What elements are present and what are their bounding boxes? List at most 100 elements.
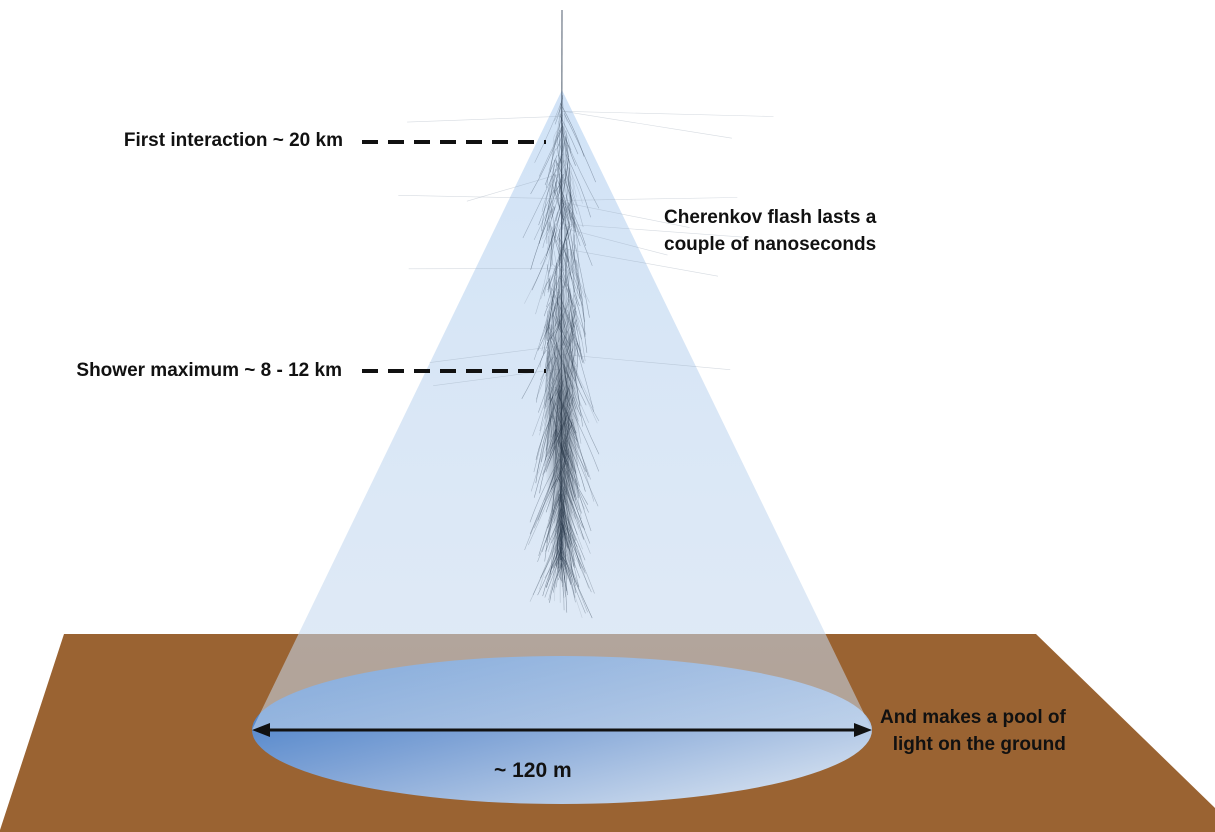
shower-track xyxy=(533,295,552,361)
shower-track xyxy=(557,179,565,198)
shower-track xyxy=(561,171,567,239)
scattered-track xyxy=(561,201,690,228)
shower-track xyxy=(531,228,556,291)
scattered-track xyxy=(561,110,732,139)
shower-track xyxy=(565,130,567,150)
light-pool-line-2: light on the ground xyxy=(892,734,1066,755)
shower-track xyxy=(569,194,573,228)
shower-track xyxy=(561,167,563,226)
shower-track xyxy=(559,237,572,280)
shower-track xyxy=(554,179,560,208)
shower-track xyxy=(554,134,560,194)
shower-track xyxy=(555,159,572,197)
light-pool-line-1: And makes a pool of xyxy=(880,707,1066,728)
shower-track xyxy=(546,235,550,251)
shower-track xyxy=(548,275,552,288)
pool-diameter-arrow xyxy=(252,723,872,737)
shower-track xyxy=(553,107,562,122)
shower-track xyxy=(547,262,561,293)
shower-track xyxy=(553,106,561,146)
shower-track xyxy=(572,264,590,303)
shower-track xyxy=(538,168,556,244)
scattered-track xyxy=(561,248,719,277)
shower-track xyxy=(565,154,591,218)
shower-track xyxy=(560,103,585,157)
shower-track xyxy=(560,138,564,202)
shower-track xyxy=(574,308,586,362)
shower-track xyxy=(574,310,582,340)
shower-track xyxy=(575,260,586,337)
shower-track xyxy=(544,281,548,297)
shower-track xyxy=(561,120,565,166)
shower-track xyxy=(555,197,577,251)
shower-track xyxy=(570,210,593,266)
shower-track xyxy=(566,144,571,214)
shower-track xyxy=(555,147,575,220)
shower-track xyxy=(570,216,576,229)
scattered-track xyxy=(561,197,738,201)
shower-track xyxy=(552,184,564,220)
shower-track xyxy=(571,251,575,314)
cherenkov-flash-line-2: couple of nanoseconds xyxy=(664,234,877,255)
shower-track xyxy=(564,197,570,219)
shower-track xyxy=(561,240,583,300)
shower-track xyxy=(569,192,578,215)
shower-track xyxy=(577,272,580,299)
shower-track xyxy=(564,201,568,263)
shower-track xyxy=(561,95,568,123)
shower-track xyxy=(574,244,590,318)
shower-track xyxy=(561,127,572,151)
shower-track xyxy=(550,115,563,173)
shower-track xyxy=(560,226,569,256)
shower-track xyxy=(563,199,580,237)
shower-track xyxy=(534,97,564,163)
scattered-track xyxy=(466,173,563,202)
light-pool-label: And makes a pool of light on the ground xyxy=(880,704,1066,758)
scattered-track xyxy=(433,368,563,386)
shower-track xyxy=(564,139,577,198)
shower-track xyxy=(565,194,571,220)
shower-track xyxy=(560,200,563,224)
shower-track xyxy=(558,155,584,228)
shower-track xyxy=(558,222,563,268)
shower-track xyxy=(553,178,561,193)
scattered-track xyxy=(561,354,731,370)
shower-track xyxy=(552,155,561,176)
scattered-track xyxy=(561,223,743,238)
shower-track xyxy=(572,251,585,322)
shower-track xyxy=(548,207,556,231)
shower-track xyxy=(541,221,550,240)
shower-track xyxy=(551,173,564,219)
shower-track xyxy=(551,209,556,239)
shower-track xyxy=(559,113,576,166)
shower-track xyxy=(538,130,562,177)
shower-track xyxy=(565,209,569,272)
shower-track xyxy=(559,115,579,155)
shower-track xyxy=(541,174,557,212)
cherenkov-flash-line-1: Cherenkov flash lasts a xyxy=(664,207,877,228)
scattered-track xyxy=(429,345,563,363)
shower-track xyxy=(544,302,551,317)
shower-track xyxy=(546,275,556,308)
shower-track xyxy=(573,234,576,293)
shower-track xyxy=(546,148,556,189)
shower-track xyxy=(546,203,565,256)
shower-track xyxy=(558,143,560,193)
shower-track xyxy=(551,211,559,250)
arrow-head-left xyxy=(252,723,270,737)
shower-track xyxy=(567,202,587,246)
shower-track xyxy=(552,232,583,306)
shower-track xyxy=(538,189,555,226)
first-interaction-label: First interaction ~ 20 km xyxy=(123,130,343,151)
shower-track xyxy=(561,177,572,218)
shower-track xyxy=(562,125,571,154)
shower-track xyxy=(563,113,596,183)
shower-track xyxy=(558,173,563,205)
shower-track xyxy=(548,223,553,267)
scattered-track xyxy=(561,111,774,117)
shower-track xyxy=(561,219,565,230)
shower-track xyxy=(573,217,579,290)
shower-track xyxy=(557,162,564,217)
shower-track xyxy=(556,144,562,178)
